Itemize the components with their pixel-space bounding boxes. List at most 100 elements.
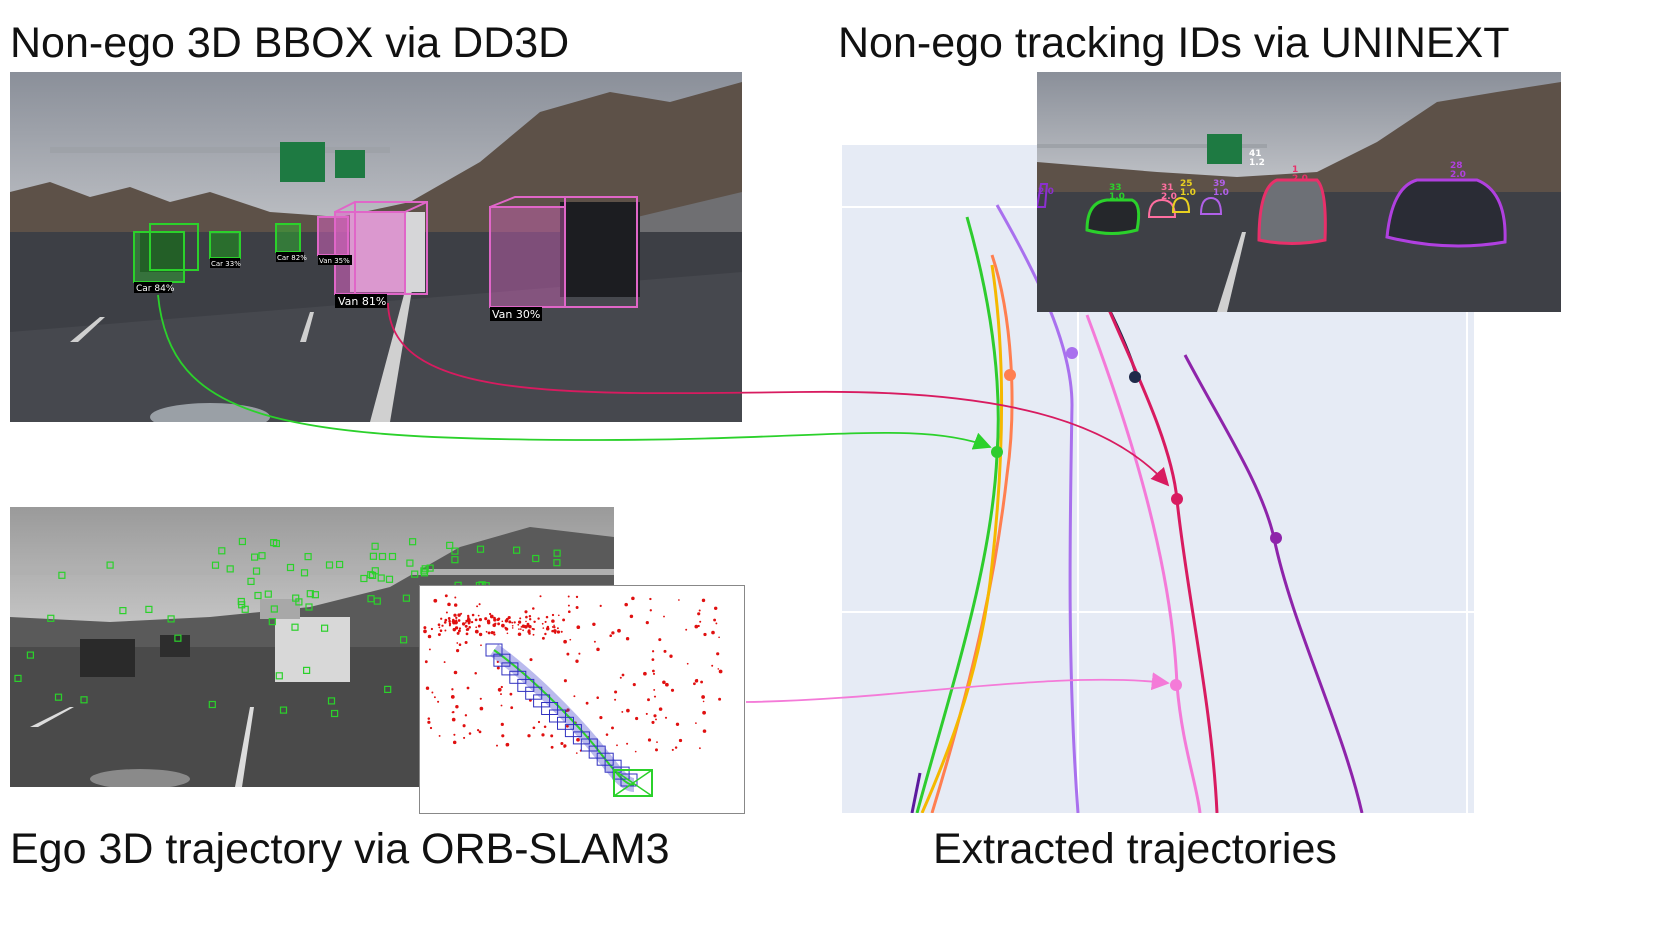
map-point — [438, 734, 441, 737]
map-point — [563, 745, 566, 748]
map-point — [509, 692, 513, 696]
map-point — [718, 669, 723, 674]
keypoint-marker — [406, 559, 414, 567]
keypoint-marker — [54, 693, 63, 701]
map-point — [675, 722, 680, 726]
keypoint-marker — [174, 634, 182, 642]
map-point — [428, 648, 431, 651]
keypoint-marker — [411, 570, 419, 578]
map-point — [599, 716, 603, 720]
keypoint-marker — [384, 685, 392, 693]
map-point — [698, 609, 701, 612]
map-point — [543, 725, 547, 729]
map-point — [545, 627, 550, 631]
arrow-pink — [745, 672, 1170, 703]
keypoint-marker — [336, 560, 344, 569]
map-point — [453, 733, 456, 736]
map-point — [565, 724, 569, 728]
map-point — [533, 620, 536, 624]
det-label-3: Van 35% — [319, 257, 350, 265]
map-point — [695, 722, 697, 724]
det-label-4: Van 81% — [338, 295, 386, 308]
keypoint-marker — [367, 571, 375, 579]
map-point — [474, 671, 477, 675]
map-point — [541, 622, 544, 625]
map-point — [450, 695, 455, 699]
map-point — [451, 688, 454, 691]
map-point — [429, 726, 433, 730]
map-point — [527, 630, 531, 634]
keypoint-marker — [106, 561, 114, 569]
keypoint-marker — [553, 559, 561, 567]
map-point — [461, 622, 466, 626]
map-point — [651, 658, 655, 661]
map-point — [617, 628, 621, 633]
map-point — [532, 607, 535, 610]
map-point — [455, 619, 458, 622]
map-point — [562, 618, 566, 622]
keypoint-marker — [402, 594, 410, 602]
keypoint-marker — [286, 563, 295, 572]
map-point — [487, 621, 491, 625]
keypoint-marker — [373, 597, 381, 605]
keypoint-marker — [409, 538, 417, 546]
keypoint-marker — [513, 546, 521, 554]
map-point — [484, 617, 488, 621]
trajectory-yellow — [920, 264, 1003, 813]
map-point — [653, 695, 657, 698]
keypoint-marker — [371, 542, 379, 550]
keypoint-marker — [451, 556, 459, 564]
map-point — [456, 642, 459, 644]
map-point — [664, 716, 668, 719]
map-point — [544, 620, 547, 623]
keypoint-marker — [311, 591, 319, 599]
map-point — [614, 690, 618, 694]
keypoint-marker — [14, 674, 22, 682]
keypoint-marker — [218, 547, 226, 555]
map-point — [567, 595, 570, 598]
arrow-red — [387, 302, 1170, 487]
keypoint-marker — [300, 569, 309, 577]
dot-red — [1171, 493, 1183, 505]
map-point — [478, 730, 482, 734]
map-point — [423, 629, 427, 634]
map-point — [647, 738, 652, 742]
map-point — [513, 621, 516, 624]
map-point — [718, 697, 722, 701]
map-point — [517, 620, 522, 624]
map-point — [556, 627, 559, 630]
map-point — [611, 631, 615, 635]
keypoint-marker — [451, 547, 459, 555]
map-point — [500, 704, 503, 707]
keypoint-marker — [327, 697, 336, 705]
map-point — [560, 741, 564, 746]
map-point — [575, 659, 579, 663]
keypoint-marker — [306, 590, 314, 598]
map-point — [560, 630, 563, 633]
map-point — [496, 744, 498, 747]
map-point — [652, 672, 656, 675]
map-point — [497, 617, 501, 621]
map-point — [531, 627, 534, 630]
map-point — [643, 671, 647, 676]
map-point — [508, 620, 512, 624]
caption-orbslam: Ego 3D trajectory via ORB-SLAM3 — [10, 825, 670, 873]
map-point — [532, 726, 536, 730]
keypoint-marker — [400, 636, 408, 644]
map-point — [697, 612, 701, 616]
map-point — [439, 629, 443, 632]
map-point — [656, 741, 658, 743]
map-point — [626, 742, 629, 745]
map-point — [593, 640, 596, 643]
map-point — [452, 627, 457, 632]
map-point — [563, 639, 567, 644]
map-point — [544, 632, 547, 636]
map-point — [702, 710, 706, 715]
map-point — [651, 720, 655, 724]
det-label-5: Van 30% — [492, 308, 540, 321]
map-point — [634, 716, 639, 721]
keypoint-marker — [360, 574, 368, 583]
